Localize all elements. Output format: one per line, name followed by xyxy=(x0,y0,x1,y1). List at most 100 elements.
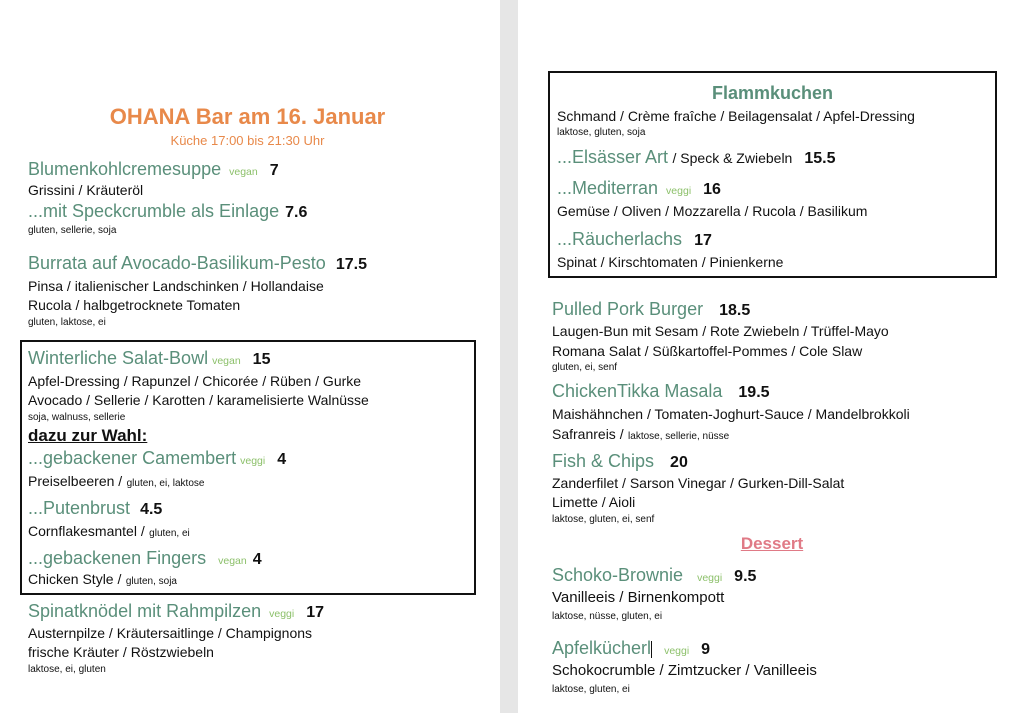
allergens: gluten, ei xyxy=(149,528,190,539)
option-desc: Cornflakesmantel / xyxy=(28,523,145,539)
item-name: Winterliche Salat-Bowl xyxy=(28,348,209,368)
item-name: Spinatknödel mit Rahmpilzen xyxy=(28,601,262,621)
option-description: Preiselbeeren / gluten, ei, laktose xyxy=(28,471,204,491)
menu-item-extra: ...mit Speckcrumble als Einlage 7.6 xyxy=(28,201,307,221)
menu-item-heading: ChickenTikka Masala 19.5 xyxy=(552,381,770,401)
variant-price: 17 xyxy=(694,232,712,249)
option-price: 4 xyxy=(252,551,262,568)
variant-name: ...Räucherlachs xyxy=(557,229,683,249)
item-price: 9 xyxy=(701,641,711,658)
menu-title: OHANA Bar am 16. Januar xyxy=(109,104,386,129)
allergens: gluten, sellerie, soja xyxy=(28,225,117,236)
kitchen-hours: Küche 17:00 bis 21:30 Uhr xyxy=(170,133,325,148)
diet-tag: veggi xyxy=(664,645,690,657)
diet-tag: vegan xyxy=(212,355,241,367)
allergens: gluten, soja xyxy=(125,576,177,587)
variant-price: 15.5 xyxy=(804,150,836,167)
item-price: 15 xyxy=(252,351,271,368)
item-price: 17 xyxy=(306,604,325,621)
allergens: laktose, gluten, ei xyxy=(552,684,630,695)
allergens: laktose, gluten, ei, senf xyxy=(552,514,655,525)
allergens: soja, walnuss, sellerie xyxy=(28,412,126,423)
item-description: Grissini / Kräuteröl xyxy=(28,182,144,198)
item-description-line: Safranreis / laktose, sellerie, nüsse xyxy=(552,424,729,444)
diet-tag: veggi xyxy=(240,455,266,467)
choice-heading: dazu zur Wahl: xyxy=(28,426,148,445)
menu-item-heading: Apfelkücherl veggi 9 xyxy=(552,638,711,659)
option-name: ...gebackenen Fingers xyxy=(28,548,207,568)
allergens: laktose, nüsse, gluten, ei xyxy=(552,611,663,622)
item-price: 17.5 xyxy=(335,256,367,273)
item-description: Maishähnchen / Tomaten-Joghurt-Sauce / M… xyxy=(552,406,910,422)
option-heading: ...Putenbrust 4.5 xyxy=(28,498,162,518)
item-price: 20 xyxy=(670,454,688,471)
item-description: frische Kräuter / Röstzwiebeln xyxy=(28,644,214,660)
variant-heading: ...Räucherlachs 17 xyxy=(557,229,712,249)
item-price: 18.5 xyxy=(719,302,751,319)
allergens: laktose, sellerie, nüsse xyxy=(628,431,730,442)
salad-bowl-box xyxy=(20,340,476,595)
variant-name: ...Mediterran xyxy=(557,178,659,198)
page-gutter xyxy=(500,0,518,713)
diet-tag: veggi xyxy=(697,572,723,584)
allergens: laktose, gluten, soja xyxy=(557,127,646,138)
menu-item-heading: Pulled Pork Burger 18.5 xyxy=(552,299,750,319)
extra-price: 7.6 xyxy=(285,204,308,221)
item-description: Austernpilze / Kräutersaitlinge / Champi… xyxy=(28,625,313,641)
menu-page-2: Flammkuchen Schmand / Crème fraîche / Be… xyxy=(518,0,1024,713)
item-description: Rucola / halbgetrocknete Tomaten xyxy=(28,297,241,313)
menu-item-heading: Burrata auf Avocado-Basilikum-Pesto 17.5 xyxy=(28,253,367,273)
menu-item-heading: Schoko-Brownie veggi 9.5 xyxy=(552,565,756,585)
allergens: gluten, laktose, ei xyxy=(28,317,106,328)
menu-page-1: OHANA Bar am 16. Januar Küche 17:00 bis … xyxy=(0,0,500,713)
item-price: 19.5 xyxy=(738,384,770,401)
item-description: Pinsa / italienischer Landschinken / Hol… xyxy=(28,278,324,294)
item-name: Burrata auf Avocado-Basilikum-Pesto xyxy=(28,253,326,273)
item-description: Laugen-Bun mit Sesam / Rote Zwiebeln / T… xyxy=(552,323,889,339)
section-title-dessert: Dessert xyxy=(740,534,804,553)
item-price: 9.5 xyxy=(734,568,757,585)
variant-price: 16 xyxy=(703,181,721,198)
item-name: Pulled Pork Burger xyxy=(552,299,704,319)
option-price: 4.5 xyxy=(140,501,163,518)
variant-description: Spinat / Kirschtomaten / Pinienkerne xyxy=(557,254,784,270)
variant-heading: ...Elsässer Art / Speck & Zwiebeln 15.5 xyxy=(557,147,835,167)
item-description: Limette / Aioli xyxy=(552,494,636,510)
item-name: Apfelkücherl xyxy=(552,638,652,658)
item-description: Vanilleeis / Birnenkompott xyxy=(552,589,725,606)
item-description: Avocado / Sellerie / Karotten / karameli… xyxy=(28,392,369,408)
option-desc: Chicken Style / xyxy=(28,571,122,587)
item-price: 7 xyxy=(269,162,279,179)
section-title-flammkuchen: Flammkuchen xyxy=(711,83,834,103)
variant-desc: / Speck & Zwiebeln xyxy=(672,150,793,166)
item-name: ChickenTikka Masala xyxy=(552,381,723,401)
item-name: Blumenkohlcremesuppe xyxy=(28,159,222,179)
item-name: Fish & Chips xyxy=(552,451,655,471)
option-desc: Preiselbeeren / xyxy=(28,473,123,489)
item-description: Schokocrumble / Zimtzucker / Vanilleeis xyxy=(552,662,817,679)
item-description: Zanderfilet / Sarson Vinegar / Gurken-Di… xyxy=(552,475,845,491)
diet-tag: veggi xyxy=(666,185,692,197)
option-name: ...Putenbrust xyxy=(28,498,131,518)
allergens: gluten, ei, laktose xyxy=(126,478,205,489)
text-cursor xyxy=(651,641,653,659)
allergens: gluten, ei, senf xyxy=(552,362,618,373)
option-price: 4 xyxy=(277,451,287,468)
flammkuchen-box xyxy=(548,71,997,278)
diet-tag: veggi xyxy=(269,608,295,620)
menu-item-heading: Spinatknödel mit Rahmpilzen veggi 17 xyxy=(28,601,324,621)
option-description: Cornflakesmantel / gluten, ei xyxy=(28,521,190,541)
menu-item-heading: Blumenkohlcremesuppe vegan 7 xyxy=(28,159,279,179)
variant-heading: ...Mediterran veggi 16 xyxy=(557,178,721,198)
variant-description: Gemüse / Oliven / Mozzarella / Rucola / … xyxy=(557,203,868,219)
option-name: ...gebackener Camembert xyxy=(28,448,237,468)
item-description: Romana Salat / Süßkartoffel-Pommes / Col… xyxy=(552,343,863,359)
extra-name: ...mit Speckcrumble als Einlage xyxy=(28,201,280,221)
variant-name: ...Elsässer Art xyxy=(557,147,669,167)
diet-tag: vegan xyxy=(229,166,258,178)
item-name: Schoko-Brownie xyxy=(552,565,684,585)
item-desc: Safranreis / xyxy=(552,426,624,442)
